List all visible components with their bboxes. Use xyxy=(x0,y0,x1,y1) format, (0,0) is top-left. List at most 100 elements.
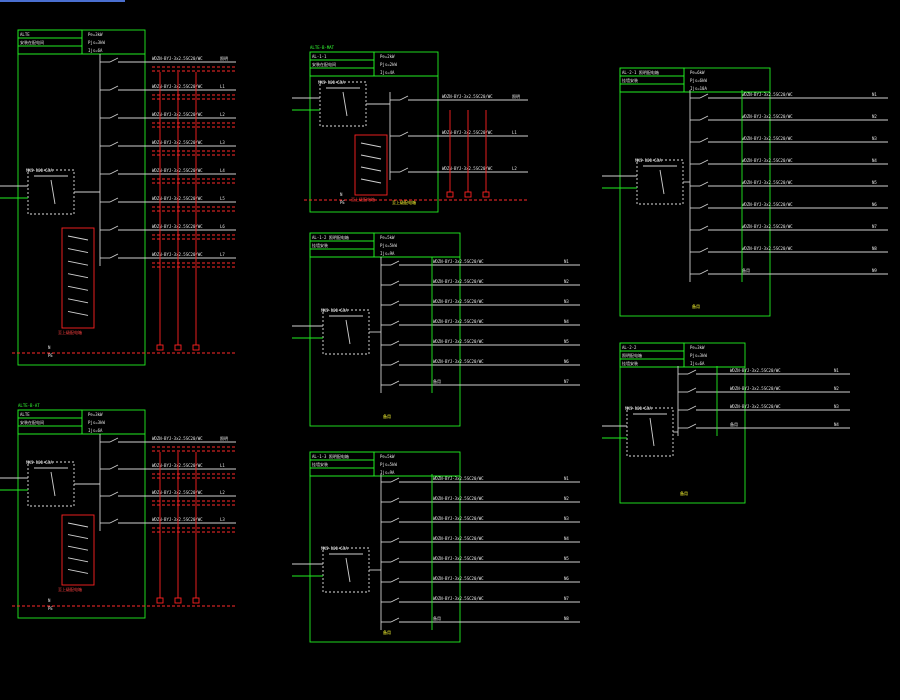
contactor-symbol xyxy=(360,142,382,148)
circuit-label: L1 xyxy=(512,130,517,135)
terminal-block xyxy=(174,344,182,351)
branch-breaker-symbol xyxy=(109,197,119,203)
branch-breaker-symbol xyxy=(687,387,697,393)
circuit-label: N3 xyxy=(872,136,877,141)
circuit-label: L3 xyxy=(220,517,225,522)
branch-breaker-symbol xyxy=(699,181,709,187)
panel-header-text: ALTE xyxy=(20,32,30,37)
circuit-label: N3 xyxy=(564,299,569,304)
spare-label: 备用 xyxy=(383,629,391,635)
contactor-symbol xyxy=(360,166,382,172)
circuit-label: N3 xyxy=(834,404,839,409)
circuit-label: L4 xyxy=(220,168,225,173)
panel-frame xyxy=(17,29,146,366)
branch-breaker-symbol xyxy=(109,169,119,175)
circuit-label: N1 xyxy=(564,259,569,264)
panel-header-text: Pe=6kW xyxy=(690,70,705,75)
contactor-symbol xyxy=(67,534,89,540)
panel-header-text: Pe=3kW xyxy=(690,345,705,350)
panel-frame xyxy=(619,67,771,317)
branch-breaker-symbol xyxy=(109,437,119,443)
circuit-row: WDZN-BYJ-3x2.5SC20/WC N4 xyxy=(690,158,888,165)
cable-spec: WDZN-BYJ-3x2.5SC20/WC xyxy=(433,339,484,344)
branch-breaker-symbol xyxy=(390,340,400,346)
breaker-symbol xyxy=(345,319,351,345)
breaker-symbol xyxy=(345,557,351,583)
circuit-label: N1 xyxy=(564,476,569,481)
panel-header-text: AL-1-3 照明配电箱 xyxy=(312,453,349,459)
cable-spec: 备用 xyxy=(730,421,738,427)
contactor-symbol xyxy=(67,298,89,304)
branch-breaker-symbol xyxy=(390,577,400,583)
circuit-row: 备用 N8 xyxy=(381,615,580,623)
cable-spec: WDZN-BYJ-3x2.5SC20/WC xyxy=(742,114,793,119)
branch-breaker-symbol xyxy=(109,57,119,63)
spare-label: 备用 xyxy=(680,490,688,496)
panel-header-text: 安装在配电间 xyxy=(20,419,44,425)
contactor-symbol xyxy=(360,178,382,184)
branch-breaker-symbol xyxy=(699,137,709,143)
branch-breaker-symbol xyxy=(109,85,119,91)
main-breaker-label: MNS-100-63A xyxy=(635,158,662,163)
cable-spec: WDZN-BYJ-3x2.5SC20/WC xyxy=(433,476,484,481)
cable-spec: WDZN-BYJ-3x2.5SC20/WC xyxy=(742,158,793,163)
branch-breaker-symbol xyxy=(699,115,709,121)
panel-header-text: 安装在配电间 xyxy=(312,61,336,67)
contactor-symbol xyxy=(67,273,89,279)
distribution-panel-panel-c: AL-1-1安装在配电间Pe=2kWPjs=2kWIjs=4AALTE-B-MA… xyxy=(292,45,528,213)
distribution-panel-panel-e: AL-1-3 照明配电箱挂墙安装Pe=5kWPjs=5kWIjs=9AMNS-1… xyxy=(292,451,580,643)
panel-header-text: AL-2-1 照明配电箱 xyxy=(622,69,659,75)
circuit-label: L6 xyxy=(220,224,225,229)
panel-header-text: Pjs=6kW xyxy=(690,78,707,83)
circuit-label: N7 xyxy=(564,596,569,601)
cable-spec: 备用 xyxy=(433,378,441,384)
circuit-row: WDZN-BYJ-3x2.5SC20/WC N2 xyxy=(690,114,888,121)
circuit-label: N8 xyxy=(564,616,569,621)
circuit-label: N4 xyxy=(872,158,877,163)
panel-header-text: Ijs=4A xyxy=(380,70,395,75)
branch-breaker-symbol xyxy=(390,260,400,266)
branch-breaker-symbol xyxy=(390,597,400,603)
panel-header-text: AL-2-2 xyxy=(622,345,637,350)
branch-breaker-symbol xyxy=(390,617,400,623)
distribution-panel-panel-a: ALTE安装在配电间Pe=3kWPjs=3kWIjs=6AMNS-100-63A… xyxy=(0,29,236,366)
panel-header-text: Pjs=3kW xyxy=(88,420,105,425)
cable-spec: WDZN-BYJ-3x2.5SC20/WC xyxy=(433,536,484,541)
circuit-label: L2 xyxy=(220,112,225,117)
contactor-box xyxy=(354,134,388,196)
branch-breaker-symbol xyxy=(109,225,119,231)
branch-breaker-symbol xyxy=(390,320,400,326)
drawing-tab-strip xyxy=(0,0,125,2)
circuit-label: N7 xyxy=(872,224,877,229)
earth-label: PE xyxy=(48,606,53,611)
circuit-row: WDZN-BYJ-3x2.5SC20/WC N1 xyxy=(381,476,580,483)
main-breaker-label: MNS-100-63A xyxy=(26,168,53,173)
cable-spec: 备用 xyxy=(433,615,441,621)
contactor-symbol xyxy=(67,557,89,563)
panel-tag: ALTE-B-AT xyxy=(18,403,40,408)
contactor-symbol xyxy=(67,235,89,241)
branch-breaker-symbol xyxy=(390,280,400,286)
cable-spec: 备用 xyxy=(742,267,750,273)
breaker-symbol xyxy=(649,417,655,447)
circuit-label: N6 xyxy=(872,202,877,207)
contactor-symbol xyxy=(67,568,89,574)
circuit-label: N2 xyxy=(872,114,877,119)
panel-header-text: Ijs=9A xyxy=(380,470,395,475)
branch-breaker-symbol xyxy=(109,141,119,147)
panel-header-text: Ijs=6A xyxy=(690,361,705,366)
panel-header-text: 安装在配电间 xyxy=(20,39,44,45)
cable-spec: WDZN-BYJ-3x2.5SC20/WC xyxy=(730,386,781,391)
